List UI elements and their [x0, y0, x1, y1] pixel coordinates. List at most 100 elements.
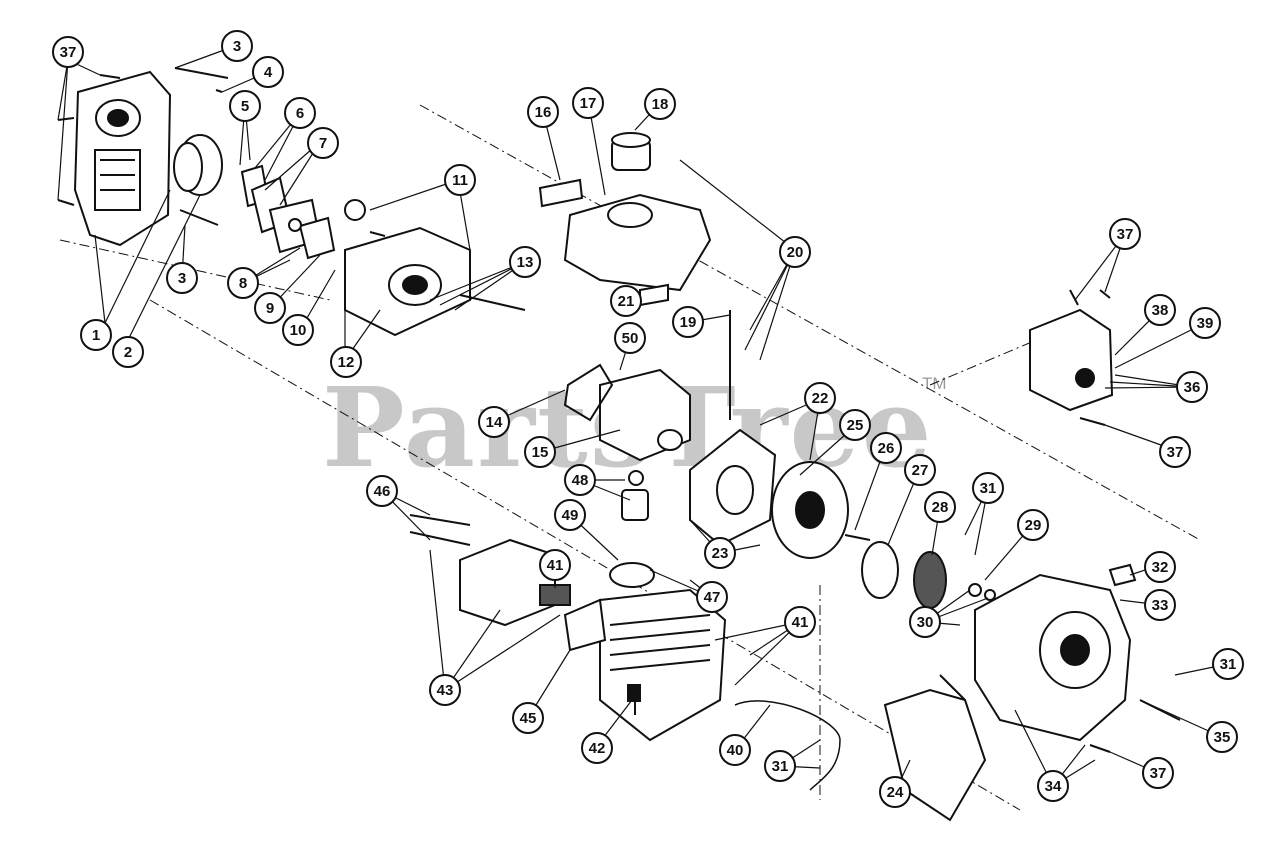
callout-number: 25 [847, 417, 864, 434]
callout-number: 41 [547, 557, 564, 574]
callout-7: 7 [307, 127, 339, 159]
callout-35: 35 [1206, 721, 1238, 753]
callout-38: 38 [1144, 294, 1176, 326]
part-muffler [409, 514, 607, 652]
part-fuel-tank [538, 132, 712, 307]
callout-circle [539, 549, 571, 581]
callout-number: 10 [290, 322, 307, 339]
callout-number: 2 [124, 344, 132, 361]
alignment-lines [59, 104, 1201, 811]
callout-circle [554, 499, 586, 531]
callout-circle [1144, 551, 1176, 583]
callout-circle [527, 96, 559, 128]
callout-number: 3 [178, 270, 186, 287]
callout-number: 31 [772, 758, 789, 775]
callout-circle [509, 246, 541, 278]
callout-circle [564, 464, 596, 496]
callout-circle [719, 734, 751, 766]
callout-circle [784, 606, 816, 638]
callout-circle [80, 319, 112, 351]
part-carburetor [344, 199, 526, 337]
callout-number: 13 [517, 254, 534, 271]
callout-42: 42 [581, 732, 613, 764]
callout-number: 3 [233, 38, 241, 55]
callout-number: 33 [1152, 597, 1169, 614]
callout-17: 17 [572, 87, 604, 119]
callout-number: 31 [1220, 656, 1237, 673]
callout-31: 31 [972, 472, 1004, 504]
callout-49: 49 [554, 499, 586, 531]
callout-circle [804, 382, 836, 414]
callout-47: 47 [696, 581, 728, 613]
callout-circle [672, 306, 704, 338]
callout-28: 28 [924, 491, 956, 523]
callout-number: 22 [812, 390, 829, 407]
callout-circle [704, 537, 736, 569]
callout-circle [1142, 757, 1174, 789]
callout-number: 28 [932, 499, 949, 516]
callout-circle [870, 432, 902, 464]
callout-31: 31 [764, 750, 796, 782]
callout-circle [166, 262, 198, 294]
callout-number: 39 [1197, 315, 1214, 332]
callout-number: 37 [1117, 226, 1134, 243]
callout-15: 15 [524, 436, 556, 468]
callout-circle [307, 127, 339, 159]
callout-37: 37 [52, 36, 84, 68]
callout-number: 4 [264, 64, 273, 81]
part-air-filter [173, 134, 223, 196]
callout-18: 18 [644, 88, 676, 120]
callout-circle [52, 36, 84, 68]
callout-10: 10 [282, 314, 314, 346]
callout-circle [1017, 509, 1049, 541]
callout-number: 32 [1152, 559, 1169, 576]
callout-circle [229, 90, 261, 122]
callout-number: 11 [452, 172, 468, 189]
callout-number: 15 [532, 444, 549, 461]
callout-number: 20 [787, 244, 804, 261]
callout-circle [227, 267, 259, 299]
callout-number: 46 [374, 483, 391, 500]
callout-circle [524, 436, 556, 468]
part-screws-left [57, 67, 229, 226]
callout-12: 12 [330, 346, 362, 378]
callout-circle [764, 750, 796, 782]
callout-circle [909, 606, 941, 638]
callout-circle [1144, 294, 1176, 326]
callout-circle [282, 314, 314, 346]
part-backplate [689, 428, 777, 547]
callout-number: 35 [1214, 729, 1231, 746]
callout-number: 50 [622, 330, 639, 347]
callout-circle [252, 56, 284, 88]
callout-27: 27 [904, 454, 936, 486]
callout-number: 37 [60, 44, 77, 61]
callout-40: 40 [719, 734, 751, 766]
callout-4: 4 [252, 56, 284, 88]
part-housing-upper-right [1029, 289, 1114, 426]
callout-number: 6 [296, 105, 304, 122]
callout-circle [644, 88, 676, 120]
callout-circle [330, 346, 362, 378]
callout-20: 20 [779, 236, 811, 268]
callout-30: 30 [909, 606, 941, 638]
callout-37: 37 [1109, 218, 1141, 250]
callout-number: 18 [652, 96, 669, 113]
part-wire [734, 700, 841, 791]
callout-number: 40 [727, 742, 744, 759]
callout-circle [1037, 770, 1069, 802]
callout-circle [779, 236, 811, 268]
callout-circle [112, 336, 144, 368]
callout-circle [572, 87, 604, 119]
callout-number: 31 [980, 480, 997, 497]
callout-3: 3 [221, 30, 253, 62]
part-cylinder [599, 470, 727, 742]
callout-circle [839, 409, 871, 441]
callout-number: 29 [1025, 517, 1042, 534]
callout-circle [444, 164, 476, 196]
callout-41: 41 [539, 549, 571, 581]
callout-circle [366, 475, 398, 507]
callout-circle [478, 406, 510, 438]
